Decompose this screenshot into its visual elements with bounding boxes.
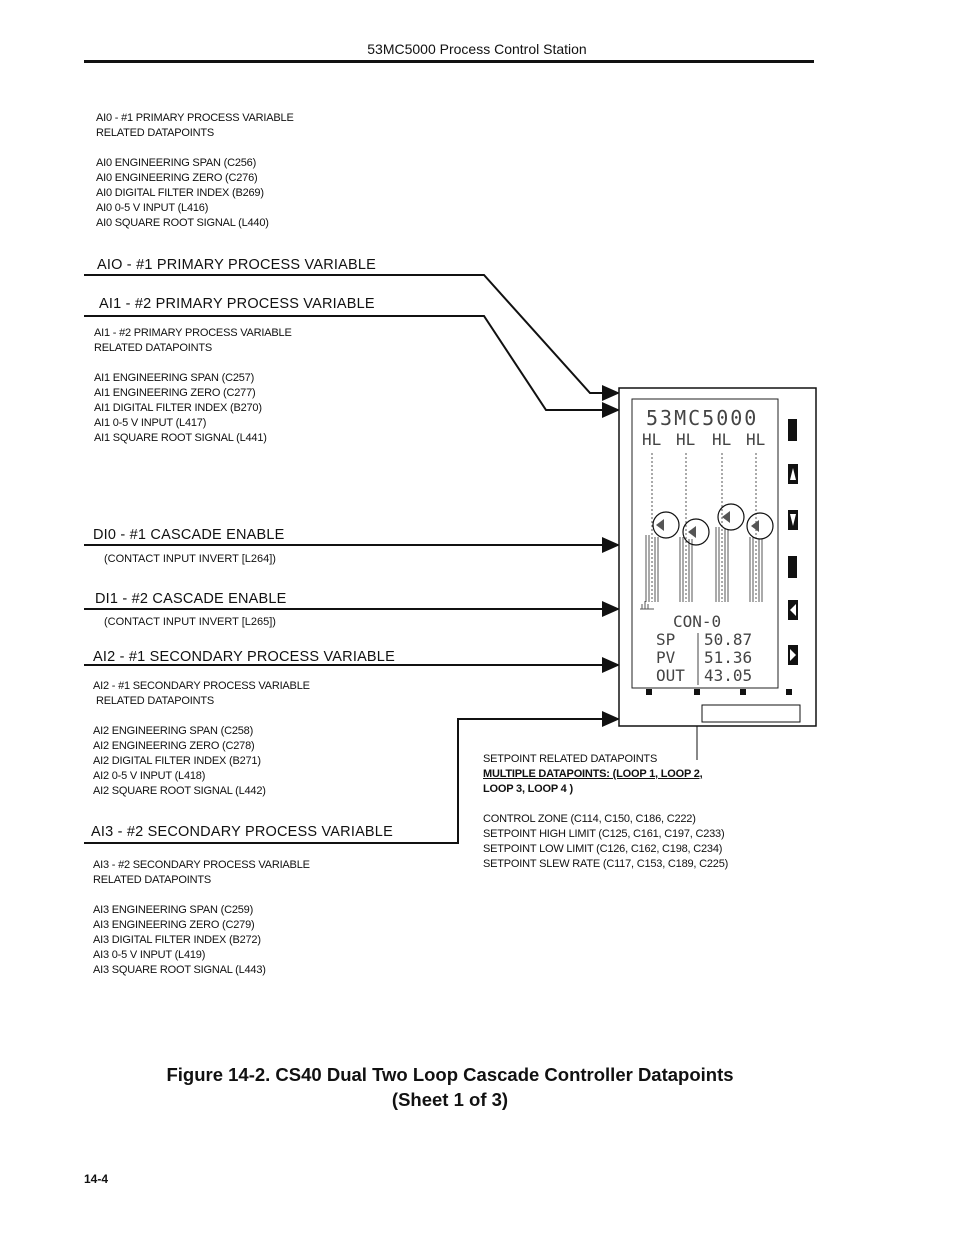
display-out-label: OUT	[656, 666, 685, 685]
display-hl-label: HL	[712, 430, 731, 449]
faceplate-button-right	[788, 645, 798, 665]
setpoint-marker-circle	[717, 503, 745, 531]
display-hl-label: HL	[642, 430, 661, 449]
ai2-item: AI2 0-5 V INPUT (L418)	[93, 770, 206, 782]
faceplate-indicator	[694, 689, 700, 695]
ai1-item: AI1 DIGITAL FILTER INDEX (B270)	[94, 402, 262, 414]
display-hl-label: HL	[676, 430, 695, 449]
header-rule	[84, 60, 814, 63]
faceplate-button-down	[788, 510, 798, 530]
ai3-item: AI3 SQUARE ROOT SIGNAL (L443)	[93, 964, 266, 976]
signal-ai3-label: AI3 - #2 SECONDARY PROCESS VARIABLE	[91, 824, 393, 840]
faceplate-button-mid	[788, 556, 797, 578]
setpoint-marker-circle	[746, 512, 774, 540]
ai0-related-heading-1: AI0 - #1 PRIMARY PROCESS VARIABLE	[96, 112, 294, 124]
signal-ai1-label: AI1 - #2 PRIMARY PROCESS VARIABLE	[99, 296, 375, 312]
display-con-label: CON-0	[673, 612, 721, 631]
display-sp-label: SP	[656, 630, 675, 649]
setpoint-item: SETPOINT LOW LIMIT (C126, C162, C198, C2…	[483, 843, 723, 855]
bargraph-2	[679, 453, 693, 602]
setpoint-markers	[652, 503, 774, 546]
signal-di1-sub: (CONTACT INPUT INVERT [L265])	[104, 616, 276, 628]
ai0-item: AI0 ENGINEERING ZERO (C276)	[96, 172, 258, 184]
setpoint-marker-circle	[652, 511, 680, 539]
signal-di0-label: DI0 - #1 CASCADE ENABLE	[93, 527, 285, 543]
ai0-related-heading-2: RELATED DATAPOINTS	[96, 127, 215, 139]
ai3-related-heading-1: AI3 - #2 SECONDARY PROCESS VARIABLE	[93, 859, 310, 871]
faceplate-indicator	[786, 689, 792, 695]
faceplate-button-top	[788, 419, 797, 441]
signal-aio-label: AIO - #1 PRIMARY PROCESS VARIABLE	[97, 257, 376, 273]
setpoint-heading: SETPOINT RELATED DATAPOINTS	[483, 753, 658, 765]
ai1-related-block: AI1 - #2 PRIMARY PROCESS VARIABLE RELATE…	[94, 326, 292, 446]
ai0-item: AI0 DIGITAL FILTER INDEX (B269)	[96, 187, 264, 199]
ai0-item: AI0 ENGINEERING SPAN (C256)	[96, 157, 257, 169]
display-model: 53MC5000	[646, 406, 758, 430]
ai3-item: AI3 0-5 V INPUT (L419)	[93, 949, 206, 961]
ai1-item: AI1 SQUARE ROOT SIGNAL (L441)	[94, 432, 267, 444]
ai0-item: AI0 0-5 V INPUT (L416)	[96, 202, 209, 214]
setpoint-marker-triangles	[656, 511, 759, 538]
ai0-related-block: AI0 - #1 PRIMARY PROCESS VARIABLE RELATE…	[96, 111, 294, 231]
aio-connector	[84, 274, 620, 401]
setpoint-multiple-heading: MULTIPLE DATAPOINTS: (LOOP 1, LOOP 2,	[483, 768, 703, 780]
signal-di1-label: DI1 - #2 CASCADE ENABLE	[95, 591, 287, 607]
ai3-related-block: AI3 - #2 SECONDARY PROCESS VARIABLE RELA…	[93, 858, 310, 978]
controller-faceplate: 53MC5000 HL HL HL HL CON-0 SP 50.87 P	[618, 387, 817, 727]
ai2-item: AI2 DIGITAL FILTER INDEX (B271)	[93, 755, 261, 767]
setpoint-item: SETPOINT SLEW RATE (C117, C153, C189, C2…	[483, 858, 729, 870]
ai3-item: AI3 DIGITAL FILTER INDEX (B272)	[93, 934, 261, 946]
ai0-item: AI0 SQUARE ROOT SIGNAL (L440)	[96, 217, 269, 229]
ai2-item: AI2 SQUARE ROOT SIGNAL (L442)	[93, 785, 266, 797]
page-number: 14-4	[84, 1172, 109, 1186]
bargraph-1	[645, 453, 659, 602]
figure-caption-line-2: (Sheet 1 of 3)	[391, 1089, 509, 1110]
display-pv-value: 51.36	[704, 648, 752, 667]
ai2-related-heading-2: RELATED DATAPOINTS	[96, 695, 215, 707]
display-pv-label: PV	[656, 648, 676, 667]
setpoint-marker-circle	[682, 518, 710, 546]
ai1-item: AI1 ENGINEERING ZERO (C277)	[94, 387, 256, 399]
ai3-item: AI3 ENGINEERING ZERO (C279)	[93, 919, 255, 931]
faceplate-tag-window	[701, 704, 801, 723]
setpoint-item: SETPOINT HIGH LIMIT (C125, C161, C197, C…	[483, 828, 725, 840]
ai1-related-heading-1: AI1 - #2 PRIMARY PROCESS VARIABLE	[94, 327, 292, 339]
faceplate-button-left	[788, 600, 798, 620]
setpoint-block: SETPOINT RELATED DATAPOINTS MULTIPLE DAT…	[483, 752, 728, 872]
faceplate-indicator	[646, 689, 652, 695]
signal-di0-sub: (CONTACT INPUT INVERT [L264])	[104, 553, 276, 565]
page-header-title: 53MC5000 Process Control Station	[367, 41, 587, 57]
faceplate-button-up	[788, 464, 798, 484]
ai3-item: AI3 ENGINEERING SPAN (C259)	[93, 904, 254, 916]
setpoint-multiple-heading-2: LOOP 3, LOOP 4 )	[483, 783, 573, 795]
faceplate-indicator	[740, 689, 746, 695]
bargraph-4	[749, 453, 763, 602]
signal-ai2-label: AI2 - #1 SECONDARY PROCESS VARIABLE	[93, 649, 395, 665]
display-sp-value: 50.87	[704, 630, 752, 649]
display-out-value: 43.05	[704, 666, 752, 685]
figure-caption-line-1: Figure 14-2. CS40 Dual Two Loop Cascade …	[166, 1064, 734, 1085]
ai2-item: AI2 ENGINEERING SPAN (C258)	[93, 725, 254, 737]
ai3-connector	[84, 711, 620, 844]
ai1-item: AI1 0-5 V INPUT (L417)	[94, 417, 207, 429]
bargraph-3	[715, 453, 729, 602]
setpoint-item: CONTROL ZONE (C114, C150, C186, C222)	[483, 813, 696, 825]
ai2-related-block: AI2 - #1 SECONDARY PROCESS VARIABLE RELA…	[93, 679, 310, 799]
ai1-item: AI1 ENGINEERING SPAN (C257)	[94, 372, 255, 384]
ai2-item: AI2 ENGINEERING ZERO (C278)	[93, 740, 255, 752]
ai2-related-heading-1: AI2 - #1 SECONDARY PROCESS VARIABLE	[93, 680, 310, 692]
figure-caption: Figure 14-2. CS40 Dual Two Loop Cascade …	[0, 1062, 900, 1112]
ai3-related-heading-2: RELATED DATAPOINTS	[93, 874, 212, 886]
ai1-connector	[84, 315, 620, 418]
ai1-related-heading-2: RELATED DATAPOINTS	[94, 342, 213, 354]
display-tick-marks	[640, 601, 654, 610]
display-hl-label: HL	[746, 430, 765, 449]
